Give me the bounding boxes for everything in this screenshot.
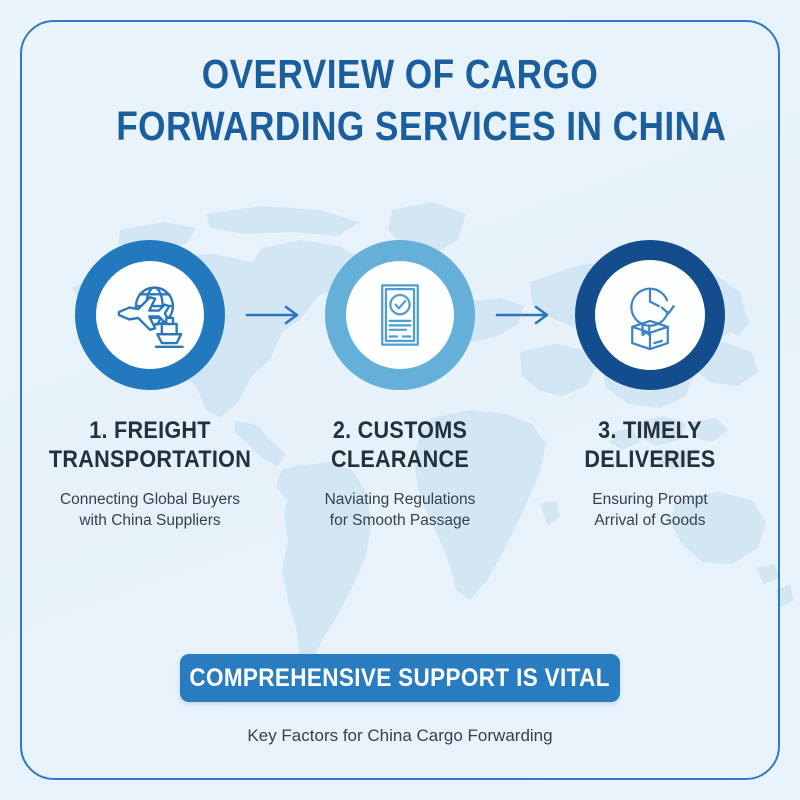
step-2-desc-line-1: Naviating Regulations [324, 490, 476, 508]
step-3-description: Ensuring Prompt Arrival of Goods [525, 489, 775, 532]
step-freight-transportation: 1. FREIGHT TRANSPORTATION Connecting Glo… [25, 240, 275, 531]
step-1-description: Connecting Global Buyers with China Supp… [25, 489, 275, 532]
step-3-title-line-1: 3. TIMELY [598, 417, 702, 444]
step-1-desc-line-2: with China Suppliers [79, 511, 221, 529]
step-1-desc-line-1: Connecting Global Buyers [59, 490, 241, 508]
step-3-desc-line-1: Ensuring Prompt [592, 490, 708, 508]
step-2-desc-line-2: for Smooth Passage [329, 511, 471, 529]
steps-row: 1. FREIGHT TRANSPORTATION Connecting Glo… [0, 240, 800, 570]
step-connector-2 [495, 302, 555, 328]
step-3-title-line-2: DELIVERIES [584, 446, 716, 474]
summary-banner-label: COMPREHENSIVE SUPPORT IS VITAL [189, 663, 611, 692]
step-2-title-line-2: CLEARANCE [330, 446, 470, 474]
step-1-title-line-1: 1. FREIGHT [89, 417, 211, 444]
title-line-2: FORWARDING SERVICES IN CHINA [116, 103, 727, 150]
page-title: OVERVIEW OF CARGO FORWARDING SERVICES IN… [116, 48, 727, 153]
step-2-title-line-1: 2. CUSTOMS [332, 417, 468, 444]
step-2-circle [325, 240, 475, 390]
step-3-title: 3. TIMELY DELIVERIES [538, 416, 763, 475]
step-connector-1 [245, 302, 305, 328]
step-3-desc-line-2: Arrival of Goods [594, 511, 706, 529]
globe-plane-ship-icon [117, 286, 184, 349]
step-timely-deliveries: 3. TIMELY DELIVERIES Ensuring Prompt Arr… [525, 240, 775, 531]
title-line-1: OVERVIEW OF CARGO [201, 51, 599, 97]
arrow-right-icon [245, 305, 299, 325]
footer-caption: Key Factors for China Cargo Forwarding [247, 726, 553, 745]
arrow-right-icon [495, 305, 549, 325]
step-3-circle [575, 240, 725, 390]
summary-banner: COMPREHENSIVE SUPPORT IS VITAL [180, 654, 620, 702]
step-1-circle [75, 240, 225, 390]
step-1-title: 1. FREIGHT TRANSPORTATION [38, 416, 263, 475]
step-customs-clearance: 2. CUSTOMS CLEARANCE Naviating Regulatio… [275, 240, 525, 531]
document-check-icon [381, 284, 419, 346]
clock-box-icon [630, 287, 675, 351]
step-2-title: 2. CUSTOMS CLEARANCE [288, 416, 513, 475]
step-1-title-line-2: TRANSPORTATION [48, 446, 252, 474]
step-2-description: Naviating Regulations for Smooth Passage [275, 489, 525, 532]
